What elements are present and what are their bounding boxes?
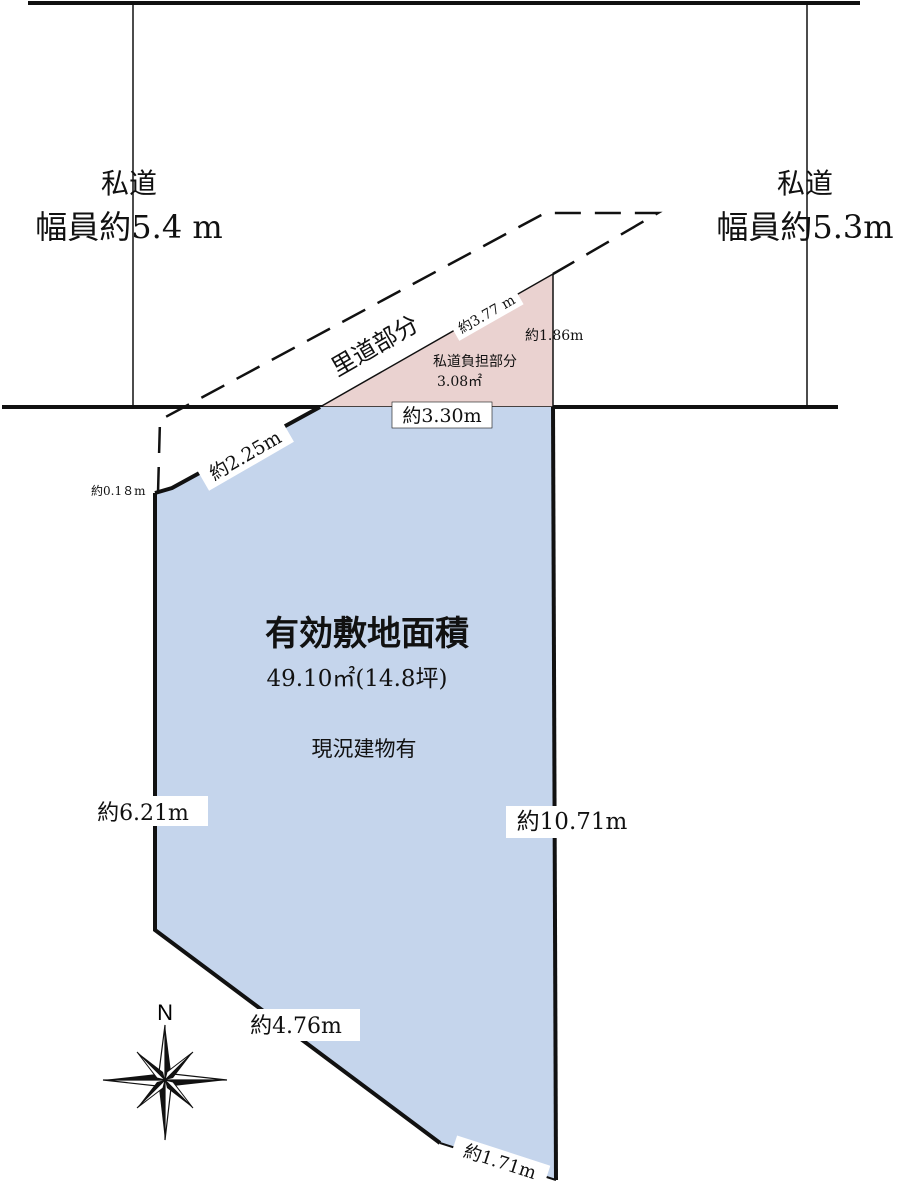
right-road-name: 私道 [777,167,833,200]
burden-area: 3.08㎡ [437,374,482,390]
setback-dashed-outline [156,211,663,494]
compass-rose: N [102,1000,228,1141]
site-title: 有効敷地面積 [265,614,469,654]
dim-3-30: 約3.30m [402,405,481,427]
right-road-width: 幅員約5.3m [716,208,893,246]
north-label: N [157,1000,173,1025]
existing-building-note: 現況建物有 [312,737,417,761]
dim-1-86: 約1.86m [525,328,583,344]
dim-6-21: 約6.21m [97,801,189,826]
dim-0-18: 約0.1８m [91,483,146,498]
dim-4-76: 約4.76m [250,1014,342,1039]
site-boundary-left [153,493,442,1145]
dim-10-71: 約10.71m [517,809,628,835]
effective-site-area [155,407,556,1180]
site-boundary-lower [551,406,558,1181]
site-area: 49.10㎡(14.8坪) [266,666,447,692]
left-road-name: 私道 [101,167,157,200]
left-road-width: 幅員約5.4 m [35,208,222,246]
burden-title: 私道負担部分 [433,354,517,370]
